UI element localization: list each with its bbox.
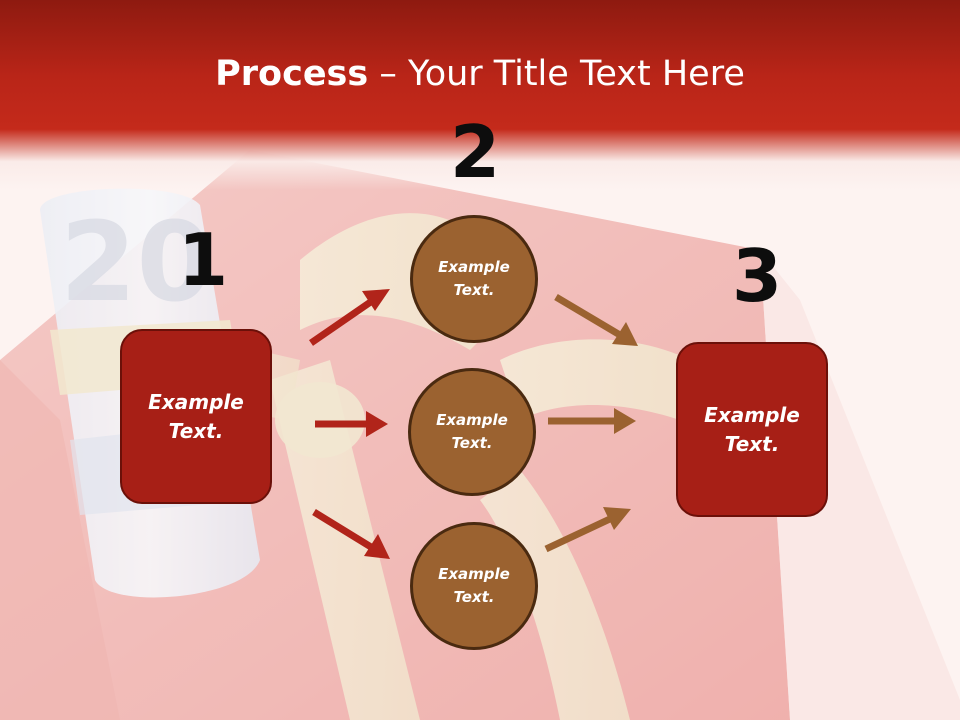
circle-middle-line1: Example bbox=[436, 411, 508, 429]
arrow-from-circle-middle bbox=[548, 408, 636, 434]
circle-bottom-line2: Text. bbox=[453, 588, 495, 606]
banknote-denomination: 20 bbox=[60, 198, 213, 326]
title-rest: – Your Title Text Here bbox=[368, 54, 745, 94]
arrow-from-circle-top bbox=[554, 293, 638, 346]
step-number-3: 3 bbox=[732, 234, 783, 318]
arrow-to-circle-bottom bbox=[312, 509, 390, 559]
circle-middle-line2: Text. bbox=[451, 434, 493, 452]
step-1-line2: Text. bbox=[168, 418, 224, 443]
step-number-2: 2 bbox=[450, 110, 501, 194]
title-banner bbox=[0, 0, 960, 190]
arrow-to-circle-middle bbox=[315, 411, 388, 437]
circle-bottom-line1: Example bbox=[438, 565, 510, 583]
step-3-line1: Example bbox=[704, 402, 800, 427]
step-1-line1: Example bbox=[148, 389, 244, 414]
slide-title: Process – Your Title Text Here bbox=[0, 52, 960, 96]
circle-top-line2: Text. bbox=[453, 281, 495, 299]
step-number-1: 1 bbox=[178, 218, 229, 302]
step-3-line2: Text. bbox=[724, 431, 780, 456]
title-bold: Process bbox=[215, 54, 369, 94]
arrow-to-circle-top bbox=[309, 289, 390, 346]
arrow-from-circle-bottom bbox=[544, 507, 631, 553]
circle-top-line1: Example bbox=[438, 258, 510, 276]
